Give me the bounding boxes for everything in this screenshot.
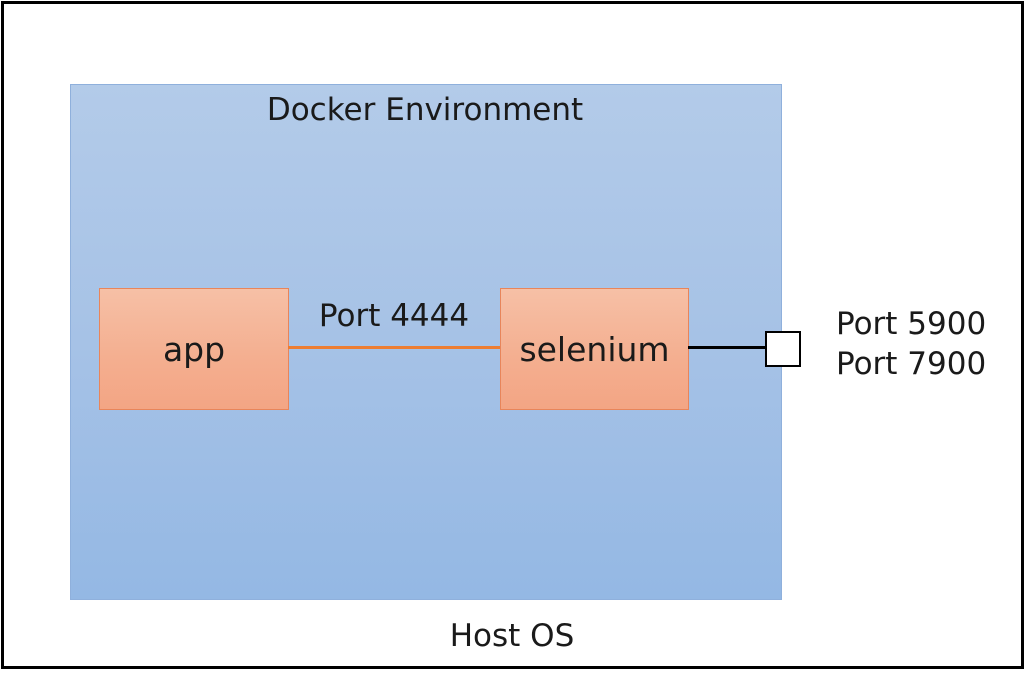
docker-environment-label: Docker Environment bbox=[266, 92, 584, 128]
port-4444-label: Port 4444 bbox=[318, 298, 470, 334]
exposed-ports-label: Port 5900 Port 7900 bbox=[836, 304, 986, 384]
selenium-port-connector bbox=[688, 346, 766, 349]
port-5900-label: Port 5900 bbox=[836, 306, 987, 342]
app-selenium-connector bbox=[288, 346, 500, 349]
host-os-label: Host OS bbox=[449, 618, 575, 654]
app-node-label: app bbox=[162, 329, 226, 369]
port-7900-label: Port 7900 bbox=[836, 346, 987, 382]
exposed-port-box bbox=[765, 331, 801, 367]
selenium-node: selenium bbox=[500, 288, 689, 410]
selenium-node-label: selenium bbox=[519, 329, 670, 369]
app-node: app bbox=[99, 288, 289, 410]
